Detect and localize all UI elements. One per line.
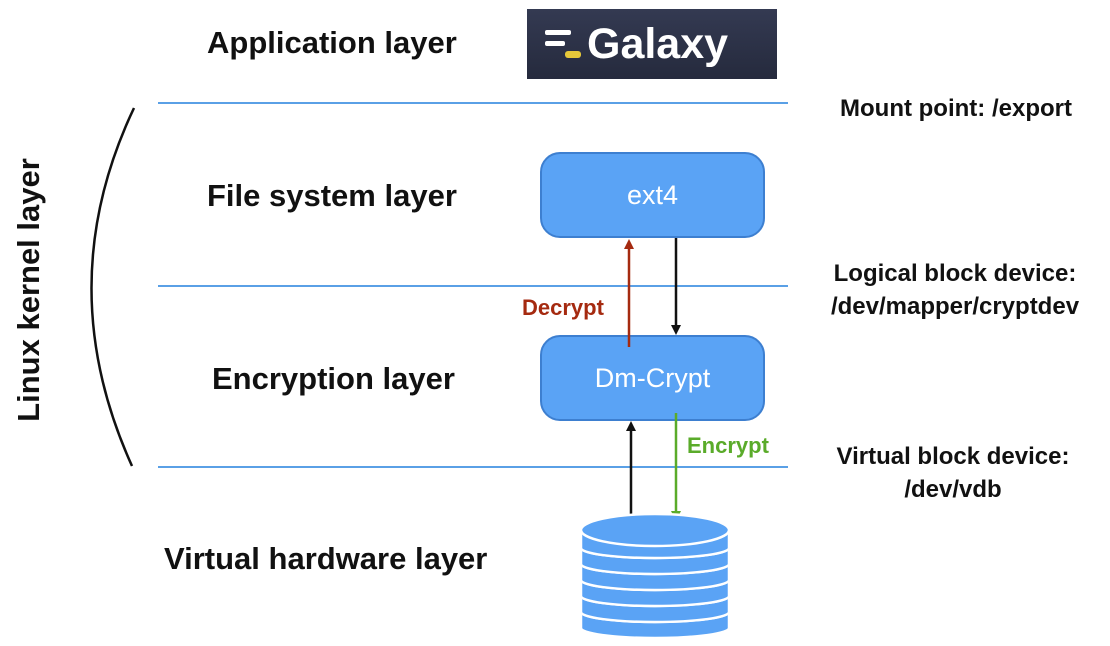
virtual-block-device-line2: /dev/vdb [904,476,1002,503]
mount-point-label: Mount point: /export [840,95,1072,122]
virtual-block-device-label: Virtual block device: /dev/vdb [808,440,1098,506]
galaxy-bars-icon [545,30,581,58]
file-system-layer-label: File system layer [207,178,457,213]
virtual-block-device-line1: Virtual block device: [836,443,1070,470]
application-layer-label: Application layer [207,25,457,60]
dm-crypt-box: Dm-Crypt [540,335,765,421]
encryption-layer-label: Encryption layer [212,361,455,396]
encrypt-label: Encrypt [687,433,769,458]
kernel-bracket-arc [90,107,136,467]
separator-virtual-block [158,466,788,468]
galaxy-logo: Galaxy [527,9,777,79]
virtual-hardware-layer-label: Virtual hardware layer [164,541,488,576]
logical-block-device-label: Logical block device: /dev/mapper/cryptd… [800,257,1110,323]
galaxy-logo-text: Galaxy [587,19,729,68]
logical-block-device-line1: Logical block device: [833,260,1077,287]
separator-mount-point [158,102,788,104]
disk-stack-icon [579,512,731,640]
ext4-box: ext4 [540,152,765,238]
logical-block-device-line2: /dev/mapper/cryptdev [830,293,1080,320]
separator-logical-block [158,285,788,287]
decrypt-label: Decrypt [522,295,604,320]
linux-kernel-layer-label: Linux kernel layer [11,158,46,422]
